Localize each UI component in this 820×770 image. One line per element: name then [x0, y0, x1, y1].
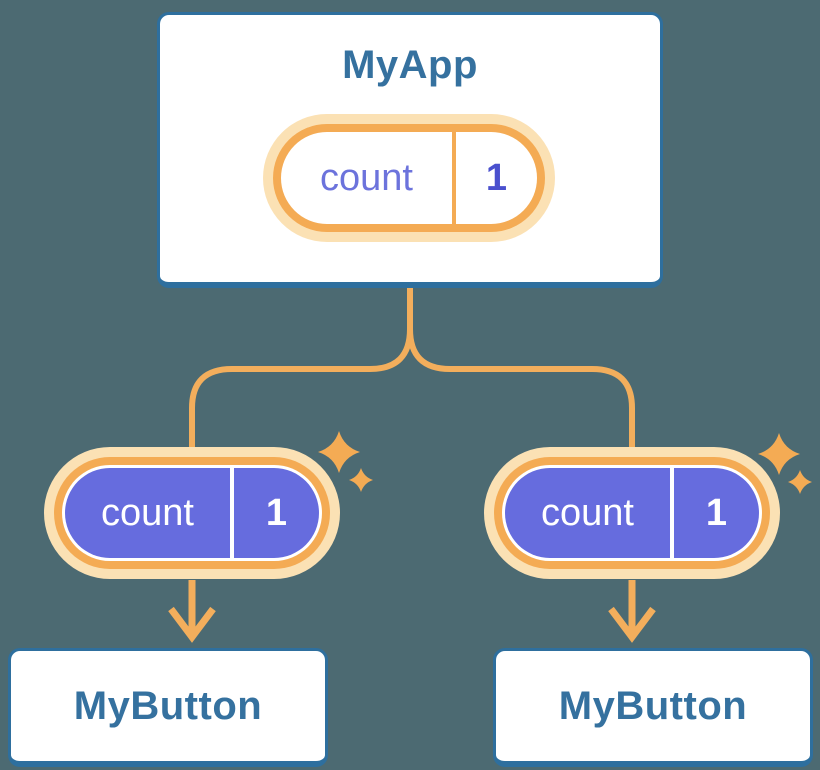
pill-divider — [670, 468, 674, 558]
child-component-title: MyButton — [73, 683, 263, 728]
left-child-component-card: MyButton — [8, 648, 328, 767]
prop-value-label: 1 — [265, 491, 288, 534]
prop-name-label: count — [541, 491, 634, 534]
child-component-title: MyButton — [558, 683, 748, 728]
arrow-down-icon — [608, 580, 656, 643]
root-component-title: MyApp — [342, 43, 478, 87]
fork-connector-right — [407, 287, 635, 448]
state-name-label: count — [320, 156, 413, 199]
arrow-down-icon — [168, 580, 216, 643]
root-component-card: MyApp — [157, 12, 663, 288]
fork-connector-left — [189, 287, 413, 448]
state-value-label: 1 — [485, 156, 508, 199]
pill-divider — [230, 468, 234, 558]
root-state-pill: count 1 — [263, 114, 555, 242]
right-child-component-card: MyButton — [493, 648, 813, 767]
pill-divider — [452, 132, 456, 224]
left-prop-pill: count 1 — [44, 447, 340, 579]
prop-name-label: count — [101, 491, 194, 534]
prop-value-label: 1 — [705, 491, 728, 534]
right-prop-pill: count 1 — [484, 447, 780, 579]
